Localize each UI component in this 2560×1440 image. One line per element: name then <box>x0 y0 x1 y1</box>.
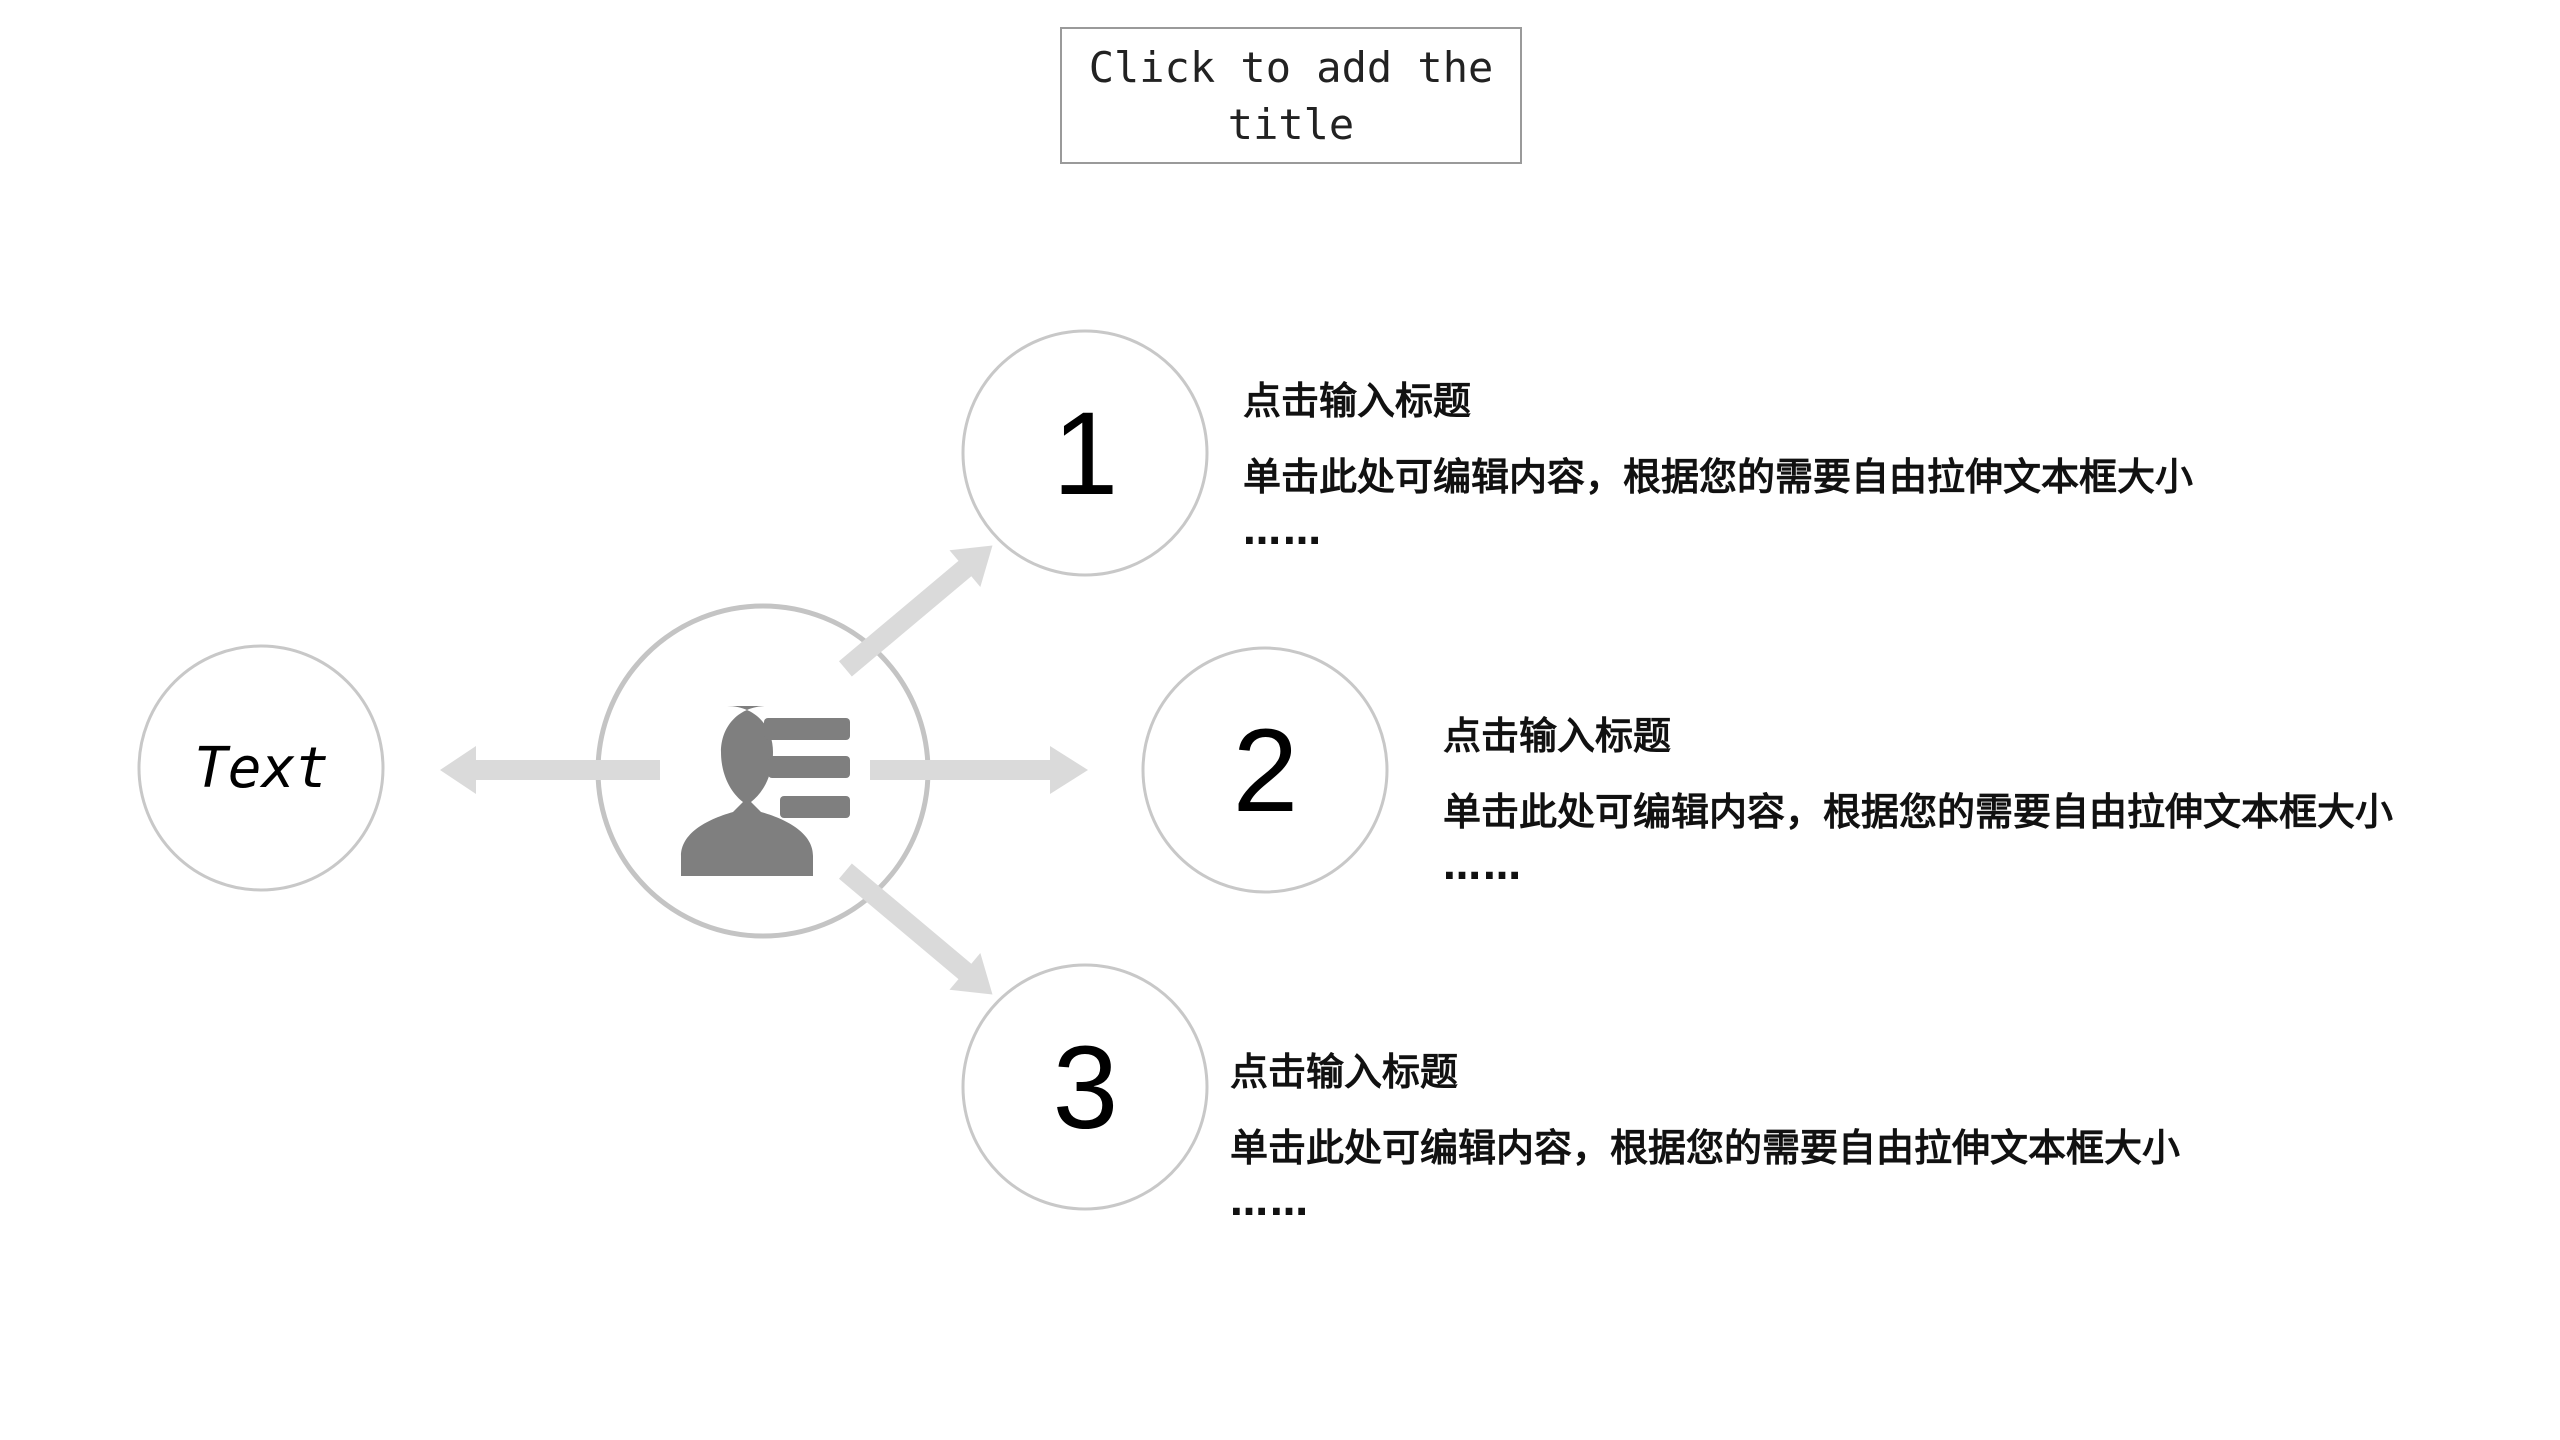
item-1-textbox[interactable]: 点击输入标题 单击此处可编辑内容，根据您的需要自由拉伸文本框大小 …… <box>1243 375 2203 555</box>
page-title: Click to add the title <box>1088 42 1494 149</box>
item-3-circle <box>961 963 1209 1211</box>
item-3-number: 3 <box>1052 1021 1119 1154</box>
item-1-circle <box>961 329 1209 577</box>
title-placeholder[interactable]: Click to add the title <box>1060 27 1522 164</box>
left-node-label[interactable]: Text <box>194 736 329 801</box>
left-node-circle <box>137 644 385 892</box>
arrow-left <box>440 746 660 794</box>
user-profile-list-icon <box>681 706 850 876</box>
item-2-body: 单击此处可编辑内容，根据您的需要自由拉伸文本框大小 <box>1443 790 2394 834</box>
item-3-ellipsis: …… <box>1230 1180 1310 1224</box>
item-1-number: 1 <box>1052 387 1119 520</box>
item-2-ellipsis: …… <box>1443 844 1523 888</box>
arrow-lower-right <box>838 863 993 995</box>
item-1-title: 点击输入标题 <box>1243 379 1472 423</box>
item-3-title: 点击输入标题 <box>1230 1050 1459 1094</box>
item-2-circle <box>1141 646 1389 894</box>
item-3-body: 单击此处可编辑内容，根据您的需要自由拉伸文本框大小 <box>1230 1126 2181 1170</box>
item-2-number: 2 <box>1232 704 1299 837</box>
item-1-body: 单击此处可编辑内容，根据您的需要自由拉伸文本框大小 <box>1243 455 2194 499</box>
item-2-textbox[interactable]: 点击输入标题 单击此处可编辑内容，根据您的需要自由拉伸文本框大小 …… <box>1443 710 2403 890</box>
arrow-right <box>870 746 1088 794</box>
item-1-ellipsis: …… <box>1243 509 1323 553</box>
item-2-title: 点击输入标题 <box>1443 714 1672 758</box>
arrows <box>440 545 1088 995</box>
arrow-upper-right <box>838 545 993 677</box>
item-3-textbox[interactable]: 点击输入标题 单击此处可编辑内容，根据您的需要自由拉伸文本框大小 …… <box>1230 1046 2190 1226</box>
